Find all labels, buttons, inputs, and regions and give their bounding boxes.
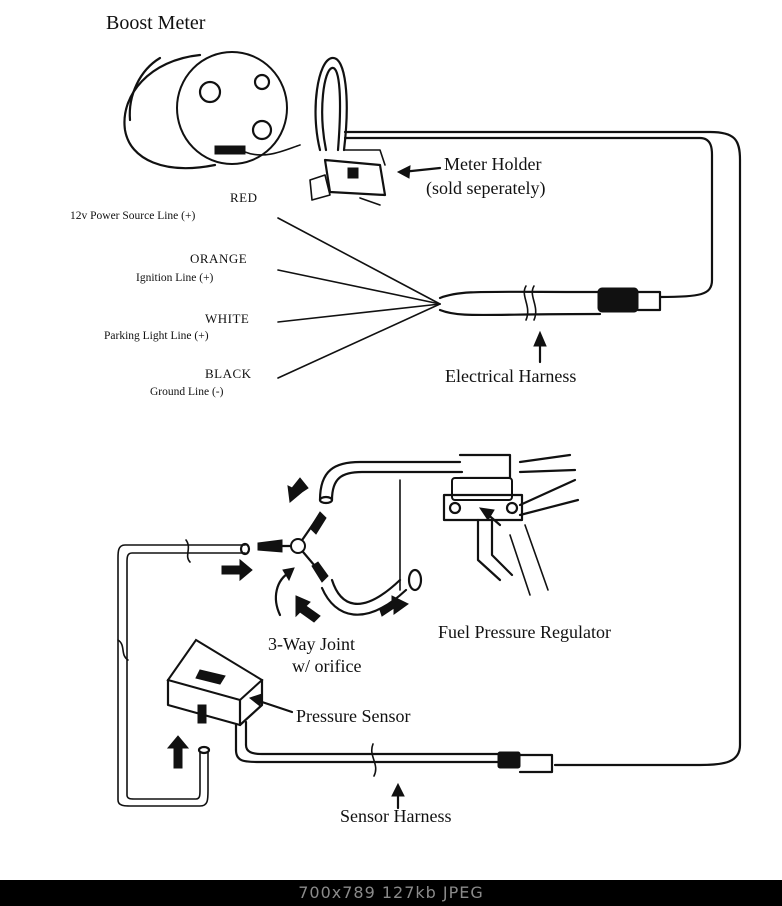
wire-color-red: RED (230, 190, 258, 205)
electrical-harness (438, 285, 662, 321)
meter-holder-bracket (309, 149, 387, 206)
wire-desc-orange: Ignition Line (+) (136, 272, 214, 284)
wire-desc-red: 12v Power Source Line (+) (70, 210, 196, 222)
wire-color-white: WHITE (205, 311, 250, 326)
joint-pointer-arrow (274, 567, 295, 617)
wire-color-orange: ORANGE (190, 251, 248, 266)
wire-color-black: BLACK (205, 366, 252, 381)
boost-meter-gauge (123, 51, 301, 170)
pressure-sensor-label: Pressure Sensor (296, 706, 411, 726)
sensor-harness-pointer-arrow (391, 782, 405, 810)
with-orifice-label: w/ orifice (292, 656, 362, 676)
sensor-harness-label: Sensor Harness (340, 806, 452, 826)
sensor-harness (234, 743, 554, 777)
boost-meter-wiring-diagram (117, 51, 742, 810)
meter-harness-cable (343, 136, 714, 299)
electrical-harness-label: Electrical Harness (445, 366, 577, 386)
meter-holder-loop (314, 56, 348, 152)
wire-desc-white: Parking Light Line (+) (104, 330, 209, 342)
flow-arrows (166, 477, 409, 769)
pressure-sensor (166, 638, 264, 752)
sensor-pointer-arrow (248, 693, 294, 714)
image-info-text: 700x789 127kb JPEG (298, 883, 484, 902)
diagram-title: Boost Meter (106, 12, 206, 34)
fuel-pressure-regulator (318, 453, 580, 596)
fuel-pressure-regulator-label: Fuel Pressure Regulator (438, 622, 611, 642)
regulator-pointer-arrow (478, 507, 502, 527)
holder-pointer-arrow (396, 165, 442, 179)
regulator-hose (320, 568, 423, 616)
three-way-joint (257, 511, 329, 583)
meter-holder-label: Meter Holder (444, 154, 542, 174)
image-info-bar: 700x789 127kb JPEG (0, 880, 782, 906)
harness-pointer-arrow (533, 330, 547, 364)
sensor-vacuum-hose (117, 539, 251, 807)
sold-separately-label: (sold seperately) (426, 178, 546, 198)
wire-fanout (277, 217, 441, 379)
wire-desc-black: Ground Line (-) (150, 386, 224, 398)
three-way-joint-label: 3-Way Joint (268, 634, 356, 654)
